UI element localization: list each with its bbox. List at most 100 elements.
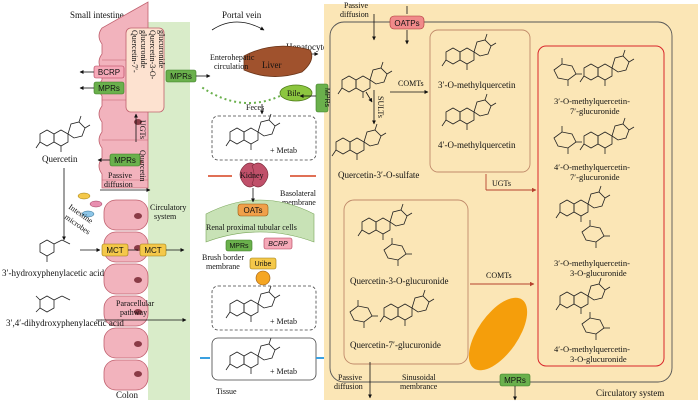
mprs-transporter-hepatocyte: MPRs [315, 83, 330, 113]
metab-box-liver [211, 115, 317, 161]
m4q7g-label-2: 7′-glucuronide [570, 172, 620, 182]
bile-icon [279, 84, 313, 102]
quercetin-vertical: Quercetin [138, 150, 147, 182]
sinusoidal-label-2: membrance [400, 382, 438, 391]
metab-label-1: + Metab [270, 146, 297, 155]
quercetin-molecule-icon [35, 115, 91, 153]
ugts-right-label: UGTs [492, 179, 511, 188]
passive-diffusion-label-2: diffusion [104, 180, 133, 189]
hpaa-label: 3′-hydroxyphenylacetic acid [2, 268, 105, 278]
brush-border-label-2: membrane [206, 262, 240, 271]
kidney-label: Kidney [240, 171, 264, 180]
q7og-label: Quercetin-7′-glucuronide [350, 340, 441, 350]
middle-panel: Portal vein Hepatocytes Liver Enterohepa… [199, 10, 331, 396]
orange-organelle [468, 297, 528, 371]
svg-text:OATs: OATs [244, 206, 263, 215]
paracellular-label-1: Paracellular [116, 299, 155, 308]
metabolite-box-intestine [125, 27, 165, 113]
passive-diffusion-top-1: Passive [344, 1, 368, 10]
m3q7g-label-1: 3′-O-methylquercetin- [554, 96, 630, 106]
uribe-box [249, 257, 277, 270]
m3q3g-label-1: 3′-O-methylquercetin- [554, 258, 630, 268]
paracellular-label-2: pathway [120, 308, 147, 317]
quercetin-label: Quercetin [42, 154, 78, 164]
enterohepatic-label: Enterohepatic [210, 53, 255, 62]
feces-label: Feces [246, 103, 264, 112]
m3q7g-label-2: 7′-glucuronide [570, 106, 620, 116]
m3q3g-label-2: 3-O-glucuronide [570, 268, 627, 278]
hepatocytes-label: Hepatocytes [286, 42, 331, 52]
svg-text:MCT: MCT [106, 246, 123, 255]
m4q7g-label-1: 4′-O-methylquercetin- [554, 162, 630, 172]
svg-text:BCRP: BCRP [98, 68, 120, 77]
comts-lower-label: COMTs [486, 271, 512, 280]
m4q-label: 4′-O-methylquercetin [438, 140, 516, 150]
bladder-icon [255, 270, 271, 286]
dhpaa-label: 3′,4′-dihydroxyphenylacetic acid [6, 318, 124, 328]
circulatory-system-right: Circulatory system [596, 388, 664, 398]
svg-text:MPRs: MPRs [170, 72, 192, 81]
tissue-label: Tissue [216, 387, 237, 396]
q3s-label: Quercetin-3′-O-sulfate [338, 170, 419, 180]
svg-text:BCRP: BCRP [268, 241, 288, 248]
renal-cell-shape [205, 199, 315, 243]
passive-diffusion-bottom-1: Passive [338, 373, 362, 382]
m4q3g-label-1: 4′-O-methylquercetin- [554, 344, 630, 354]
mprs-transporter-right: MPRs [165, 69, 197, 83]
q3g-vertical-2: glucuronide [157, 30, 166, 69]
portal-vein-label: Portal vein [222, 10, 262, 20]
kidney-icon [239, 162, 269, 188]
svg-text:OATPs: OATPs [394, 19, 419, 28]
bcrp-transporter-kidney: BCRP [263, 237, 293, 250]
circulatory-system-left-1: Circulatory [150, 203, 186, 212]
oats-transporter: OATs [237, 203, 269, 217]
mprs-transporter-mid: MPRs [109, 153, 141, 167]
basolateral-label-2: membrane [282, 198, 316, 207]
glucuronide-box [343, 199, 469, 365]
ugts-vertical: UGTs [138, 120, 147, 139]
metab-box-tissue [211, 337, 317, 381]
mprs-transporter-left: MPRs [93, 81, 125, 95]
mprs-transporter-bottom: MPRs [499, 373, 531, 387]
svg-text:MPRs: MPRs [504, 376, 526, 385]
passive-diffusion-top-2: diffusion [340, 10, 369, 19]
mct-transporter-right: MCT [139, 243, 167, 257]
svg-text:MPRs: MPRs [114, 156, 136, 165]
q7g-vertical-1: Quercetin-7′- [130, 30, 139, 73]
mct-transporter-left: MCT [101, 243, 129, 257]
svg-text:MPRs: MPRs [229, 243, 249, 250]
svg-text:MCT: MCT [144, 246, 161, 255]
sinusoidal-label-1: Sinusoidal [402, 373, 437, 382]
small-intestine-label: Small intestine [70, 10, 124, 20]
mprs-transporter-kidney: MPRs [225, 239, 253, 252]
q7g-vertical-2: glucuronide [139, 30, 148, 69]
hepatocyte-panel: MPRs Passive diffusion OATPs SULTs Querc… [299, 1, 698, 401]
renal-cells-label: Renal proximal tubular cells [206, 223, 297, 232]
svg-text:MPRs: MPRs [98, 84, 120, 93]
liver-icon [243, 45, 313, 77]
dhpaa-molecule-icon [35, 295, 71, 313]
colon-label: Colon [116, 390, 139, 400]
q3og-label: Quercetin-3-O-glucuronide [350, 276, 448, 286]
metab-label-3: + Metab [270, 367, 297, 376]
metab-box-kidney [211, 285, 317, 331]
basolateral-label-1: Basolateral [280, 189, 317, 198]
svg-text:MPRs: MPRs [323, 88, 330, 108]
microbe-icon [77, 192, 103, 218]
passive-diffusion-bottom-2: diffusion [334, 382, 363, 391]
circulatory-system-left-2: system [154, 212, 177, 221]
uribe-label: Uribe [255, 261, 272, 268]
q3g-vertical-1: Quercetin-3-O- [148, 30, 157, 80]
sults-label: SULTs [376, 96, 385, 118]
circulation-label: circulation [214, 62, 248, 71]
liver-label: Liver [262, 60, 282, 70]
hpaa-molecule-icon [39, 239, 71, 262]
methyl-glucuronide-box [537, 45, 665, 367]
m3q-label: 3′-O-methylquercetin [438, 80, 516, 90]
passive-diffusion-label-1: Passive [108, 171, 132, 180]
intestine-panel: Small intestine [2, 1, 211, 400]
brush-border-label-1: Brush border [202, 253, 244, 262]
metab-label-2: + Metab [270, 317, 297, 326]
